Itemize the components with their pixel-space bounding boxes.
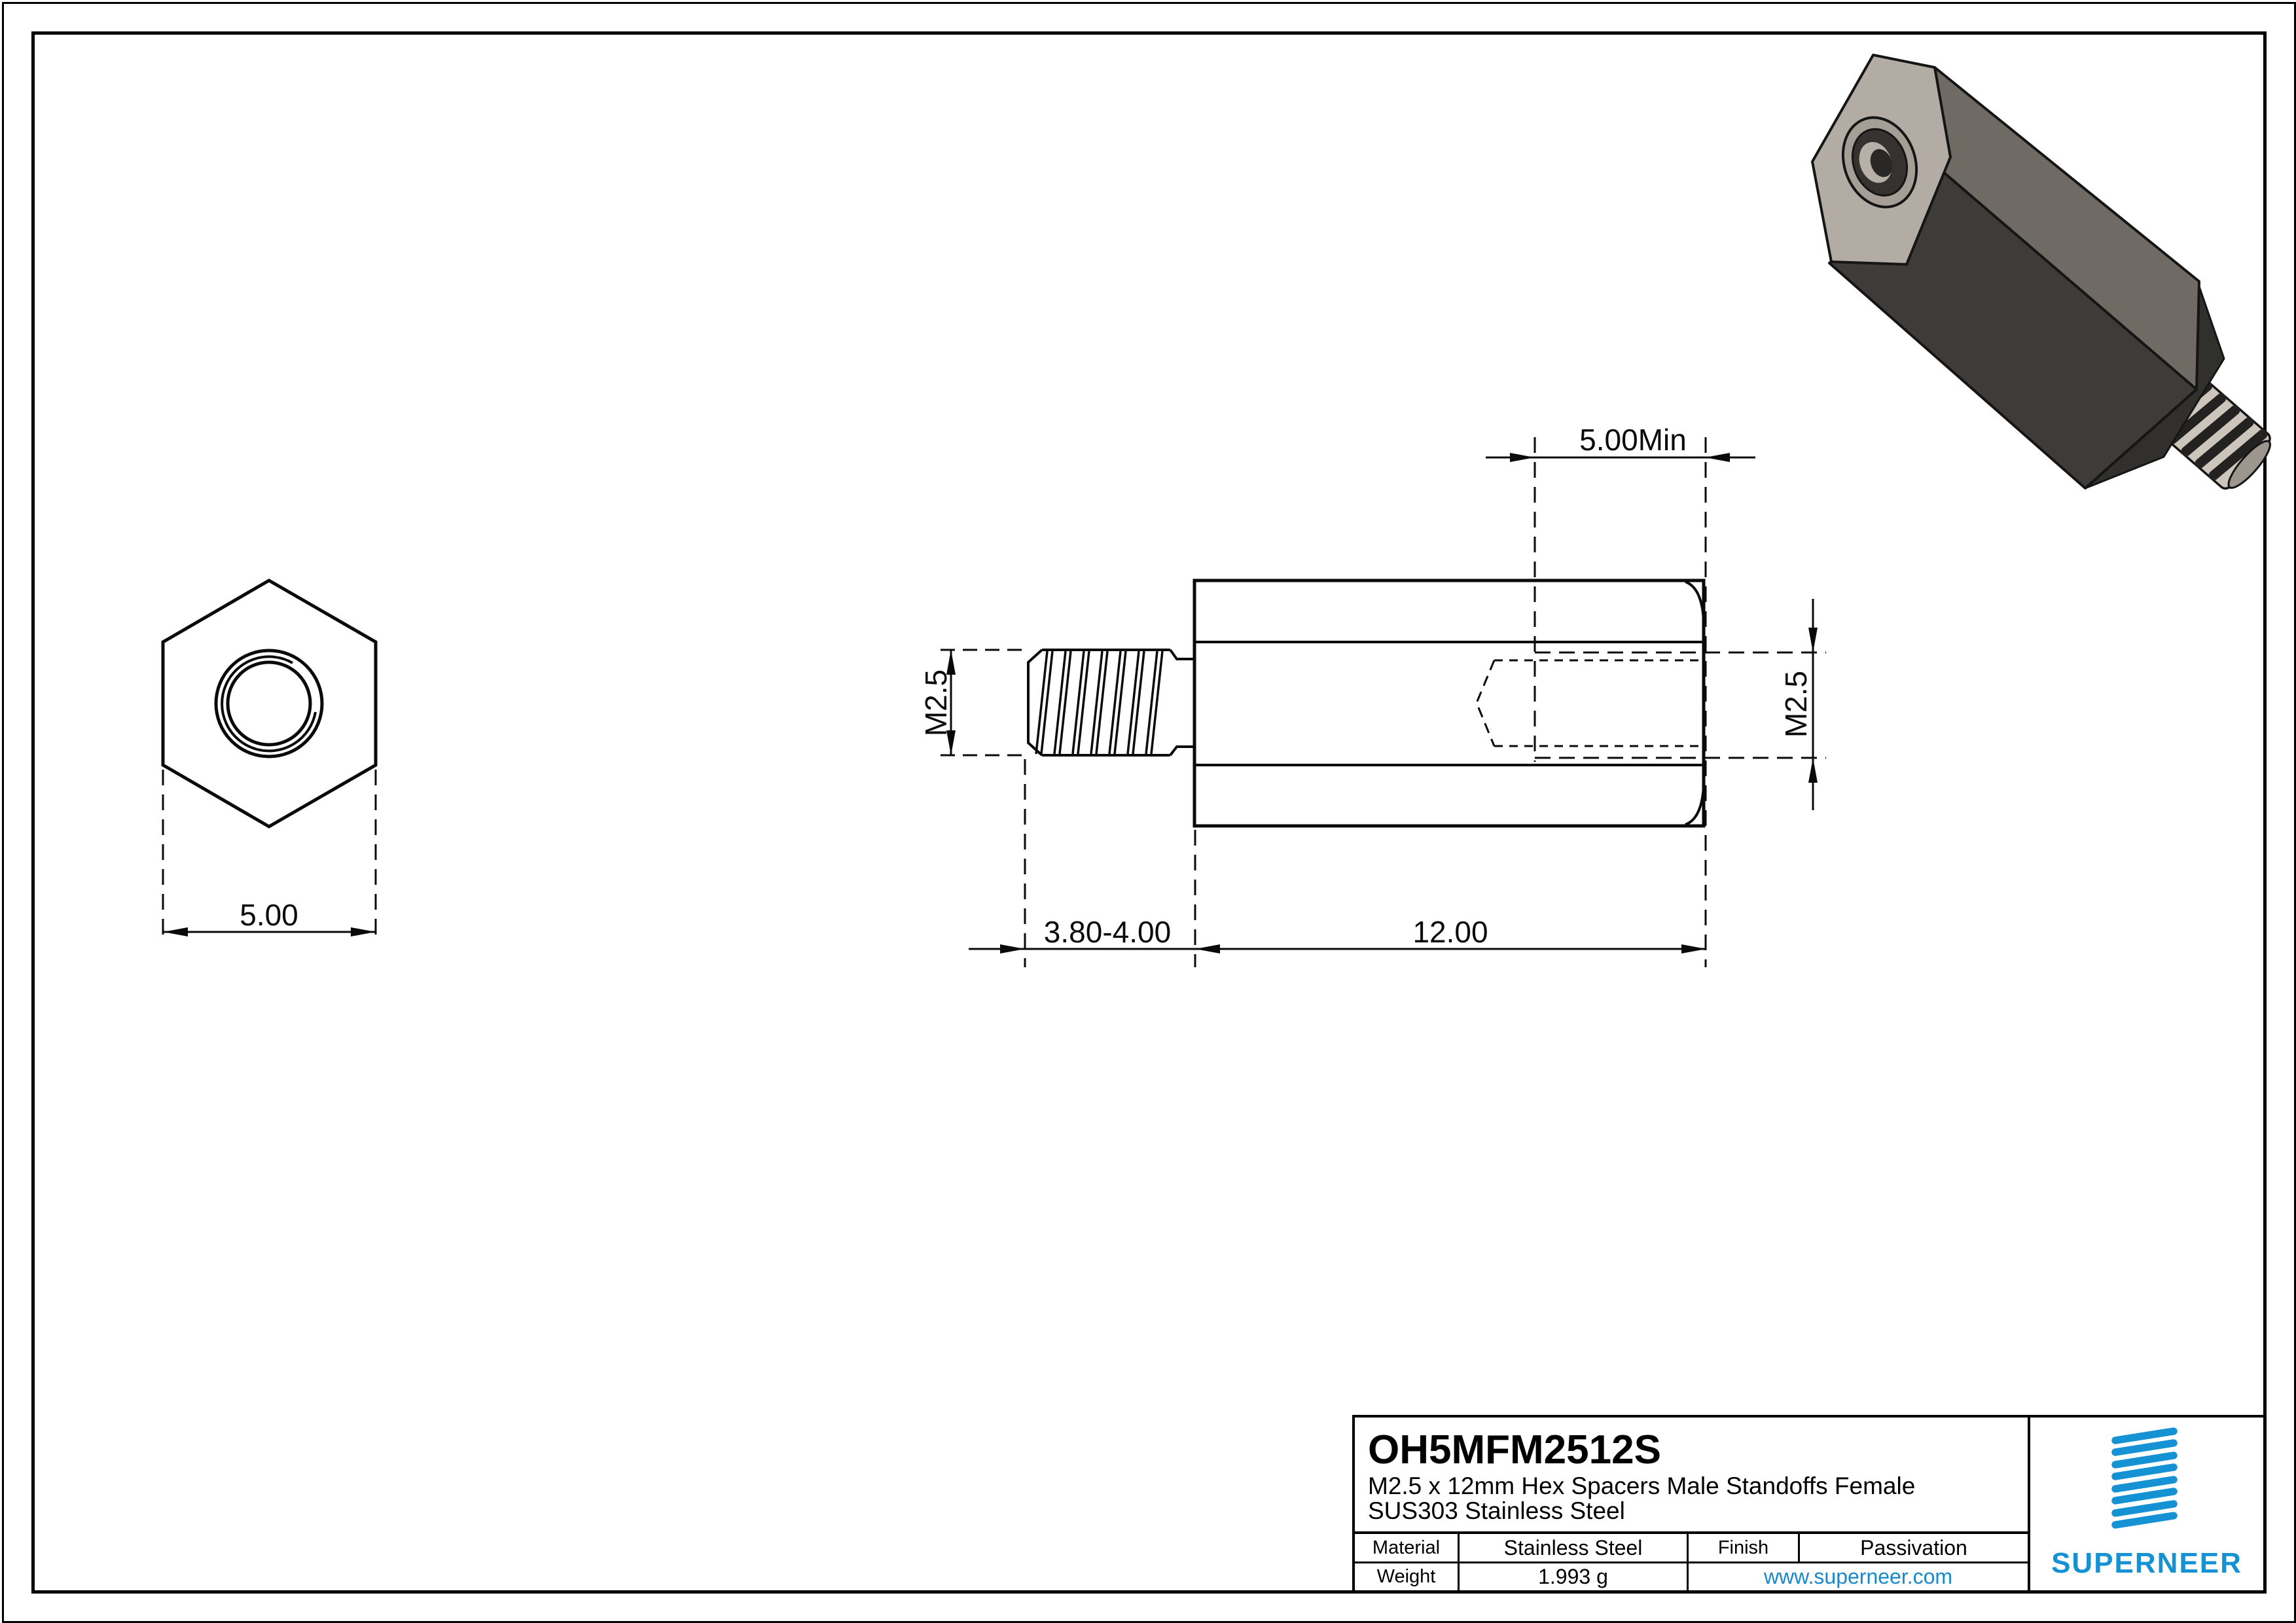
body-chamfer-arcs bbox=[1685, 580, 1705, 826]
dim-hex-across-flats: 5.00 bbox=[163, 898, 376, 936]
sheet-inner-frame bbox=[31, 31, 2267, 1594]
dim-female-thread-depth: 5.00Min bbox=[1486, 423, 1755, 967]
male-thread-flank-lines bbox=[1035, 651, 1164, 755]
hex-end-view: 5.00 bbox=[161, 579, 378, 942]
brand-name: SUPERNEER bbox=[2051, 1547, 2242, 1579]
male-thread-outline bbox=[1027, 649, 1194, 757]
brand-logo-icon bbox=[2111, 1427, 2178, 1529]
dim-text-female-thread: M2.5 bbox=[1779, 671, 1813, 738]
part-number: OH5MFM2512S bbox=[1368, 1427, 1661, 1472]
part-description-line2: SUS303 Stainless Steel bbox=[1368, 1497, 1625, 1524]
iso-female-hole bbox=[1841, 116, 1918, 209]
weight-website-row: Weight 1.993 g www.superneer.com bbox=[1355, 1561, 2028, 1590]
material-value: Stainless Steel bbox=[1460, 1534, 1689, 1561]
material-finish-row: Material Stainless Steel Finish Passivat… bbox=[1355, 1531, 2028, 1561]
part-description-line1: M2.5 x 12mm Hex Spacers Male Standoffs F… bbox=[1368, 1472, 1916, 1499]
website-link[interactable]: www.superneer.com bbox=[1763, 1565, 1953, 1588]
female-thread-drill-point bbox=[1475, 660, 1496, 747]
weight-value: 1.993 g bbox=[1460, 1563, 1689, 1590]
male-thread bbox=[1027, 649, 1194, 757]
logo-stripes-icon bbox=[2111, 1427, 2178, 1529]
finish-value: Passivation bbox=[1860, 1535, 1967, 1560]
material-label: Material bbox=[1355, 1534, 1460, 1561]
body-hex-face-lines bbox=[1194, 641, 1704, 766]
hex-outline bbox=[161, 579, 378, 829]
finish-label: Finish bbox=[1689, 1534, 1800, 1561]
hex-extension-lines bbox=[162, 770, 377, 942]
iso-3d-view bbox=[1811, 54, 2271, 490]
thread-hole-arc bbox=[221, 655, 317, 753]
female-thread-hidden bbox=[1475, 651, 1826, 759]
dim-text-male-thread: M2.5 bbox=[919, 669, 953, 736]
female-thread-major-lines bbox=[1535, 651, 1826, 759]
dim-text-female-thread-depth: 5.00Min bbox=[1579, 423, 1687, 457]
dim-bottom-lengths: 3.80-4.00 12.00 bbox=[969, 759, 1706, 967]
dim-text-hex-across-flats: 5.00 bbox=[240, 898, 298, 932]
title-block: OH5MFM2512S M2.5 x 12mm Hex Spacers Male… bbox=[1352, 1415, 2263, 1590]
dimensions: M2.5 5.00Min M2.5 bbox=[919, 423, 1818, 967]
title-block-description-area: OH5MFM2512S M2.5 x 12mm Hex Spacers Male… bbox=[1355, 1418, 2028, 1531]
female-thread-minor-lines bbox=[1494, 659, 1702, 747]
side-view bbox=[1027, 579, 1826, 828]
thread-hole-outer-circle bbox=[214, 649, 324, 758]
brand-logo-cell: SUPERNEER bbox=[2028, 1418, 2263, 1590]
dim-female-thread: M2.5 bbox=[1779, 599, 1818, 810]
weight-label: Weight bbox=[1355, 1563, 1460, 1590]
dim-male-thread: M2.5 bbox=[919, 649, 1029, 757]
thread-hole-inner-circle bbox=[226, 660, 312, 747]
dim-text-stud-length: 3.80-4.00 bbox=[1044, 915, 1171, 949]
body-outline bbox=[1193, 579, 1706, 828]
dim-text-body-length: 12.00 bbox=[1412, 915, 1488, 949]
